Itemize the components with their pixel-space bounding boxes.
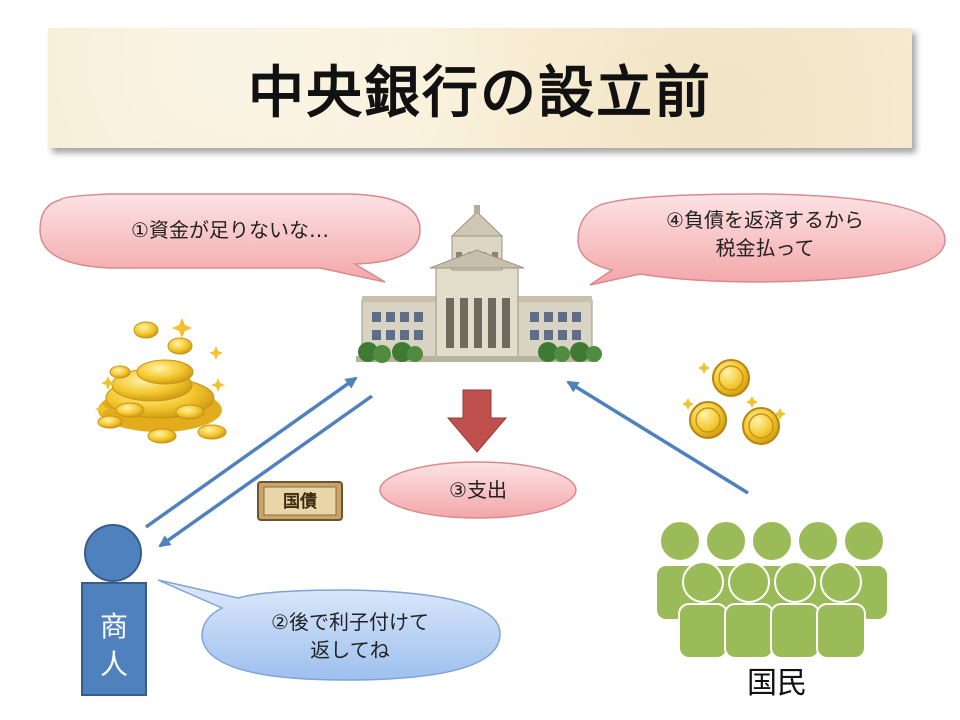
repay-bubble-text: ④負債を返済するから 税金払って: [610, 206, 920, 262]
speech-bubble-merchant: [157, 579, 501, 681]
merchant-figure: [81, 524, 147, 696]
merchant-bubble-text: ②後で利子付けて 返してね: [240, 608, 460, 664]
speech-bubble-spending: [379, 461, 577, 519]
spending-bubble-text: ③支出: [449, 478, 507, 502]
speech-bubble-repay: [577, 193, 946, 286]
government-bubble-text: ①資金が足りないな…: [131, 218, 329, 242]
repay-bubble-line1: ④負債を返済するから: [666, 208, 864, 232]
merchant-bubble-line1: ②後で利子付けて: [271, 610, 429, 634]
coin-pile-icon: [95, 318, 227, 444]
parliament-building-icon: [356, 205, 602, 363]
government-bond-icon: 国債: [257, 481, 343, 521]
tax-coins-icon: [682, 359, 786, 445]
merchant-label-line1: 商: [99, 610, 128, 643]
merchant-bubble-line2: 返してね: [310, 638, 390, 662]
arrow-merchant-to-government: [144, 376, 358, 529]
speech-bubble-government: [39, 193, 421, 283]
merchant-label: 商 人: [82, 608, 146, 684]
citizens-group-icon: [655, 520, 889, 659]
page-title: 中央銀行の設立前: [248, 60, 712, 126]
title-banner: 中央銀行の設立前: [48, 28, 912, 148]
spending-arrow: [446, 389, 508, 453]
arrow-government-to-merchant: [158, 394, 374, 548]
citizens-label: 国民: [747, 666, 807, 701]
merchant-label-line2: 人: [99, 648, 128, 681]
repay-bubble-line2: 税金払って: [715, 236, 815, 260]
bond-label: 国債: [283, 491, 317, 512]
arrow-citizens-to-government: [566, 380, 749, 495]
